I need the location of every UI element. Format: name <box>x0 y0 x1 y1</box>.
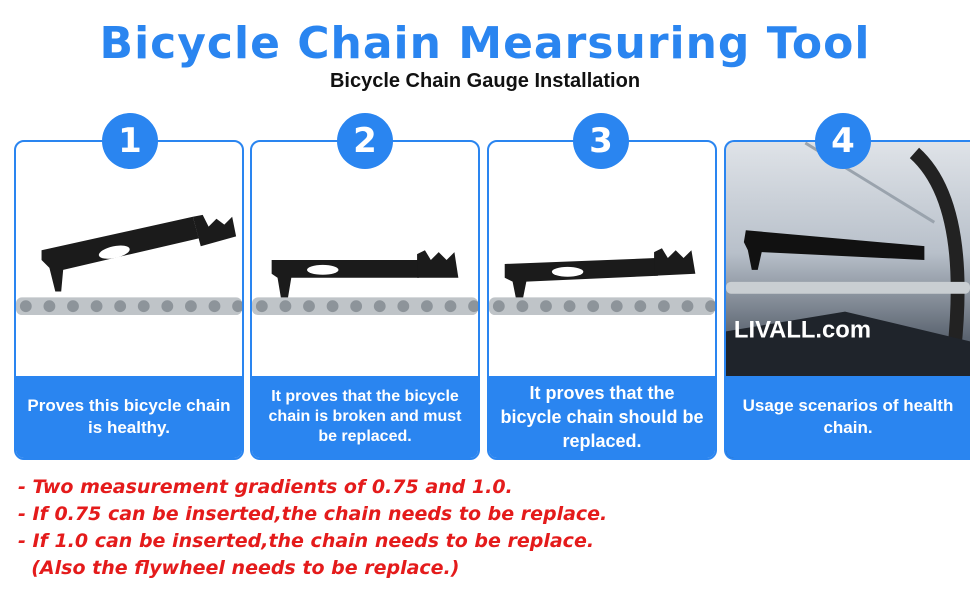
step-4-card: LIVALL.com Usage scenarios of health cha… <box>724 140 970 460</box>
step-1-badge: 1 <box>102 113 158 169</box>
step-1-card: Proves this bicycle chain is healthy. <box>14 140 244 460</box>
step-2-badge: 2 <box>337 113 393 169</box>
note-line-2: - If 0.75 can be inserted,the chain need… <box>18 503 608 525</box>
bicycle-chain-icon <box>489 297 715 316</box>
chain-gauge-icon <box>504 248 696 302</box>
chain-gauge-broken-illustration <box>252 250 478 316</box>
step-2-card: It proves that the bicycle chain is brok… <box>250 140 480 460</box>
note-line-1: - Two measurement gradients of 0.75 and … <box>18 476 513 498</box>
chain-gauge-icon <box>41 214 237 292</box>
step-3-badge: 3 <box>573 113 629 169</box>
chain-gauge-healthy-illustration <box>16 214 242 316</box>
bicycle-chain-icon <box>726 281 970 294</box>
measurement-notes: - Two measurement gradients of 0.75 and … <box>18 474 918 582</box>
chain-gauge-icon <box>271 250 459 302</box>
bicycle-chain-icon <box>252 297 478 316</box>
note-line-4: (Also the flywheel needs to be replace.) <box>18 557 460 579</box>
step-4-caption: Usage scenarios of health chain. <box>726 376 970 458</box>
step-4-badge: 4 <box>815 113 871 169</box>
step-1-caption: Proves this bicycle chain is healthy. <box>16 376 242 458</box>
page-title: Bicycle Chain Mearsuring Tool <box>99 18 871 69</box>
note-line-3: - If 1.0 can be inserted,the chain needs… <box>18 530 595 552</box>
bike-usage-photo: LIVALL.com <box>726 142 970 380</box>
page-subtitle: Bicycle Chain Gauge Installation <box>329 70 641 92</box>
chain-gauge-icon <box>743 230 925 270</box>
step-3-caption: It proves that the bicycle chain should … <box>489 376 715 458</box>
livall-logo-text: LIVALL.com <box>734 316 871 343</box>
chain-gauge-replace-illustration <box>489 248 715 316</box>
step-3-card: It proves that the bicycle chain should … <box>487 140 717 460</box>
bicycle-chain-icon <box>16 297 242 316</box>
step-2-caption: It proves that the bicycle chain is brok… <box>252 376 478 458</box>
